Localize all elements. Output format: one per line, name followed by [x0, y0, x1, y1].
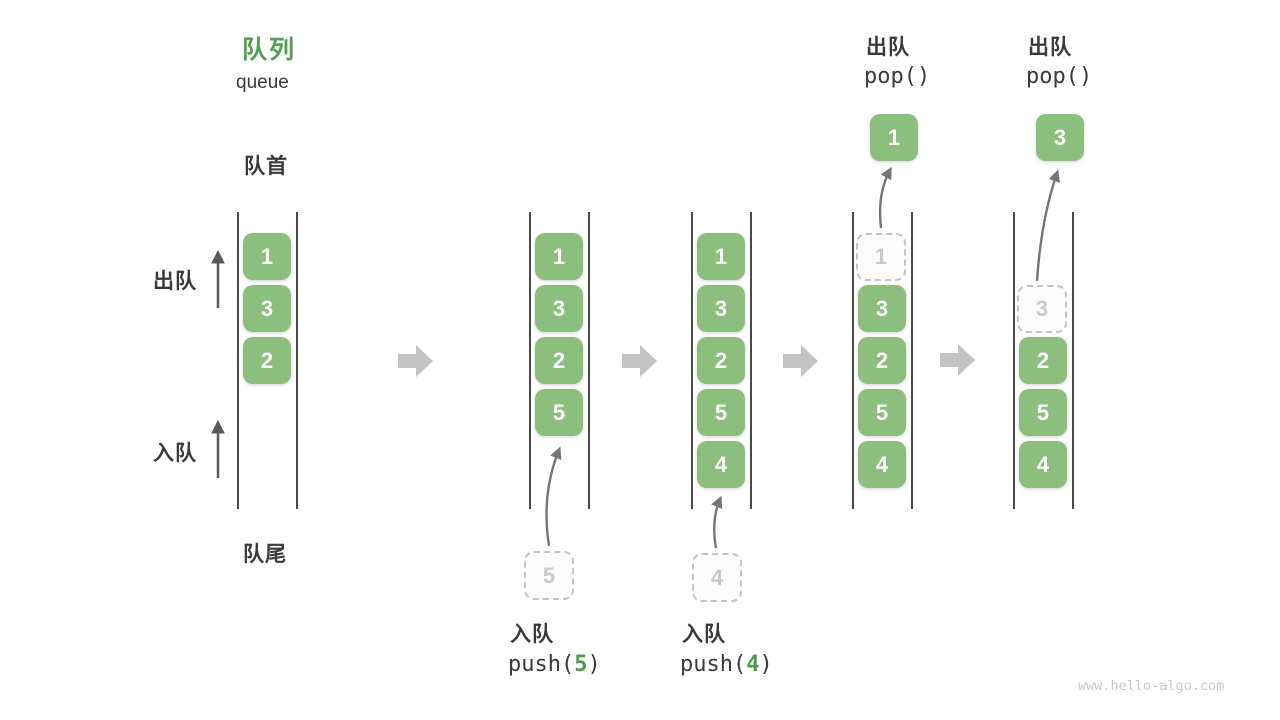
flow-right-arrow — [783, 345, 818, 377]
code-arg: 5 — [574, 652, 588, 677]
queue-item: 2 — [243, 337, 291, 384]
flow-right-arrow — [940, 344, 975, 376]
diagram-subtitle: queue — [236, 72, 289, 93]
queue-wall-right — [911, 212, 913, 509]
popped-item: 3 — [1036, 114, 1084, 161]
push4-op-code: push(4) — [680, 652, 773, 677]
queue-wall-left — [1013, 212, 1015, 509]
queue-item: 1 — [697, 233, 745, 280]
dequeue-side-label: 出队 — [153, 270, 197, 293]
pop3-op-label: 出队 — [1028, 36, 1072, 59]
pop1-op-code: pop() — [864, 64, 931, 89]
enqueue-side-label: 入队 — [153, 442, 197, 465]
queue-item-removed: 3 — [1017, 285, 1067, 333]
flow-right-arrow — [622, 345, 657, 377]
queue-item: 1 — [243, 233, 291, 280]
queue-item: 4 — [858, 441, 906, 488]
popped-item: 1 — [870, 114, 918, 161]
queue-state-3: 1 3 2 5 4 — [691, 212, 752, 509]
pop1-op-label: 出队 — [866, 36, 910, 59]
queue-front-label: 队首 — [244, 155, 288, 178]
queue-item: 4 — [1019, 441, 1067, 488]
queue-state-1: 1 3 2 — [237, 212, 298, 509]
code-text: push( — [508, 652, 575, 677]
code-text: ) — [759, 652, 773, 677]
queue-wall-left — [691, 212, 693, 509]
queue-item: 1 — [535, 233, 583, 280]
queue-item: 5 — [858, 389, 906, 436]
queue-wall-right — [1072, 212, 1074, 509]
queue-item: 5 — [1019, 389, 1067, 436]
pop3-op-code: pop() — [1026, 64, 1093, 89]
queue-wall-left — [237, 212, 239, 509]
queue-item: 2 — [858, 337, 906, 384]
queue-rear-label: 队尾 — [243, 543, 287, 566]
diagram-title: 队列 — [242, 36, 297, 64]
code-text: push( — [680, 652, 747, 677]
queue-item: 3 — [697, 285, 745, 332]
pending-enqueue-item: 5 — [524, 551, 574, 600]
queue-state-4: 1 3 2 5 4 — [852, 212, 913, 509]
queue-state-5: 3 2 5 4 — [1013, 212, 1074, 509]
push5-op-code: push(5) — [508, 652, 601, 677]
code-arg: 4 — [746, 652, 760, 677]
push4-op-label: 入队 — [682, 623, 726, 646]
queue-wall-right — [296, 212, 298, 509]
flow-right-arrow — [398, 345, 433, 377]
queue-wall-left — [852, 212, 854, 509]
queue-item: 4 — [697, 441, 745, 488]
queue-item: 2 — [535, 337, 583, 384]
watermark: www.hello-algo.com — [1078, 678, 1225, 694]
queue-item: 2 — [1019, 337, 1067, 384]
queue-item: 5 — [535, 389, 583, 436]
push5-op-label: 入队 — [510, 623, 554, 646]
queue-item: 3 — [535, 285, 583, 332]
queue-wall-right — [750, 212, 752, 509]
pending-enqueue-item: 4 — [692, 553, 742, 602]
code-text: ) — [587, 652, 601, 677]
queue-wall-left — [529, 212, 531, 509]
queue-item: 5 — [697, 389, 745, 436]
queue-wall-right — [588, 212, 590, 509]
queue-item: 3 — [243, 285, 291, 332]
queue-state-2: 1 3 2 5 — [529, 212, 590, 509]
queue-item: 3 — [858, 285, 906, 332]
queue-item-removed: 1 — [856, 233, 906, 281]
queue-item: 2 — [697, 337, 745, 384]
